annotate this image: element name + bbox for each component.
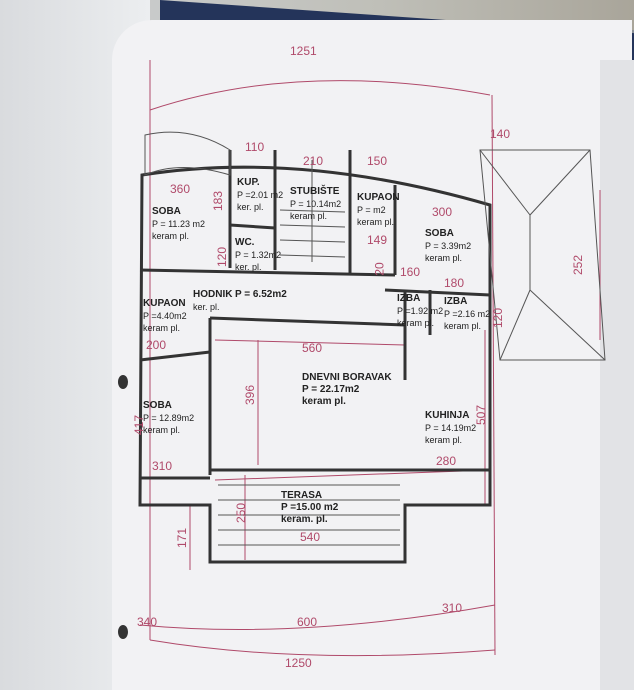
dimension-label: 110: [245, 140, 265, 154]
dimension-label: 171: [175, 527, 190, 549]
dimension-label: 160: [400, 265, 421, 279]
room-label-soba: SOBA P = 11.23 m2 keram pl.: [152, 206, 205, 242]
room-floor: keram pl.: [143, 323, 181, 333]
page-edge: [600, 60, 634, 690]
room-name: HODNIK: [193, 289, 233, 300]
dimension-label: 180: [444, 276, 465, 290]
room-label-stubiste: STUBIŠTE P = 10.14m2 keram pl.: [290, 186, 341, 222]
dimension-total-top: 1251: [290, 44, 317, 58]
room-name: SOBA: [143, 400, 172, 411]
room-area: P = 14.19m2: [425, 423, 477, 433]
room-floor: ker. pl.: [235, 262, 262, 272]
walls: [138, 150, 492, 564]
dimension-label: 200: [146, 338, 167, 352]
room-area: P = 11.23 m2: [152, 219, 205, 229]
dimension-label: 560: [302, 341, 323, 355]
room-floor: ker. pl.: [237, 202, 264, 212]
room-area: P =15.00 m2: [281, 502, 339, 513]
dimension-label: 300: [432, 205, 453, 219]
room-floor: keram pl.: [425, 435, 463, 445]
room-label-wc: WC. P = 1.32m2 ker. pl.: [235, 237, 281, 273]
room-area: P = 10.14m2: [290, 199, 342, 209]
room-area: P = 3.39m2: [425, 241, 472, 251]
dimension-label: 149: [367, 233, 388, 247]
dimension-label: 20: [372, 262, 387, 276]
dimension-label: 210: [303, 154, 324, 168]
dimension-label: 280: [436, 454, 457, 468]
dimension-label: 183: [211, 190, 226, 212]
room-area: P = 1.32m2: [235, 250, 282, 260]
binder-hole: [118, 625, 128, 639]
room-name: TERASA: [281, 490, 323, 501]
room-label-izba: IZBA P =1.92 m2 keram pl.: [397, 293, 443, 329]
dimension-label: 150: [367, 154, 388, 168]
room-name: IZBA: [397, 293, 421, 304]
dimension-label: 250: [234, 502, 249, 524]
room-name: KUHINJA: [425, 410, 470, 421]
room-name: SOBA: [425, 228, 454, 239]
room-area: P =4.40m2: [143, 311, 187, 321]
room-label-hodnik: HODNIK P = 6.52m2 ker. pl.: [193, 288, 287, 313]
room-name: WC.: [235, 237, 255, 248]
room-area: P = 22.17m2: [302, 384, 360, 395]
room-area: P = m2: [357, 205, 386, 215]
binder-hole: [118, 375, 128, 389]
dimension-label: 120: [491, 307, 506, 329]
room-name: KUPAON: [357, 192, 400, 203]
roof-section: [479, 149, 606, 361]
dimension-label: 600: [297, 615, 318, 629]
stairs-and-terrace-hatching: [144, 131, 400, 546]
room-floor: keram pl.: [143, 425, 181, 435]
room-area: P = 12.89m2: [143, 413, 195, 423]
room-label-soba: SOBA P = 3.39m2 keram pl.: [425, 228, 471, 264]
room-floor: keram pl.: [152, 231, 190, 241]
room-label-kupaon: KUPAON P = m2 keram pl.: [357, 192, 400, 228]
room-floor: keram pl.: [357, 217, 395, 227]
room-area: P =2.16 m2: [444, 309, 491, 319]
room-name: DNEVNI BORAVAK: [302, 372, 392, 383]
dimension-label: 310: [442, 601, 463, 615]
dimension-label: 540: [300, 530, 321, 544]
dimension-label: 252: [571, 254, 586, 276]
room-label-kup: KUP. P =2.01 m2 ker. pl.: [237, 177, 283, 213]
dimension-label: 340: [137, 615, 158, 629]
room-label-soba: SOBA P = 12.89m2 keram pl.: [143, 400, 194, 436]
room-floor: ker. pl.: [193, 302, 220, 312]
dimension-label: 140: [490, 127, 511, 141]
room-floor: keram pl.: [444, 321, 482, 331]
room-name: KUPAON: [143, 298, 186, 309]
room-area: P =1.92 m2: [397, 306, 444, 316]
room-label-kupaon: KUPAON P =4.40m2 keram pl.: [143, 298, 187, 334]
dimension-lines: [139, 60, 601, 657]
room-floor: keram pl.: [425, 253, 463, 263]
dimension-total-bottom: 1250: [285, 656, 312, 670]
room-floor: keram pl.: [290, 211, 328, 221]
room-area: P = 6.52m2: [234, 289, 287, 300]
room-label-izba: IZBA P =2.16 m2 keram pl.: [444, 296, 490, 332]
room-name: STUBIŠTE: [290, 186, 340, 197]
room-floor: keram pl.: [397, 318, 435, 328]
room-area: P =2.01 m2: [237, 190, 284, 200]
room-floor: keram pl.: [302, 396, 346, 407]
room-floor: keram. pl.: [281, 514, 328, 525]
paper-sheet: [112, 20, 632, 690]
dimension-label: 360: [170, 182, 191, 196]
room-name: IZBA: [444, 296, 468, 307]
dimension-label: 120: [215, 246, 230, 268]
dimension-label: 396: [243, 384, 258, 406]
dimension-label: 310: [152, 459, 173, 473]
room-name: SOBA: [152, 206, 181, 217]
room-name: KUP.: [237, 177, 260, 188]
room-label-kuhinja: KUHINJA P = 14.19m2 keram pl.: [425, 410, 476, 446]
